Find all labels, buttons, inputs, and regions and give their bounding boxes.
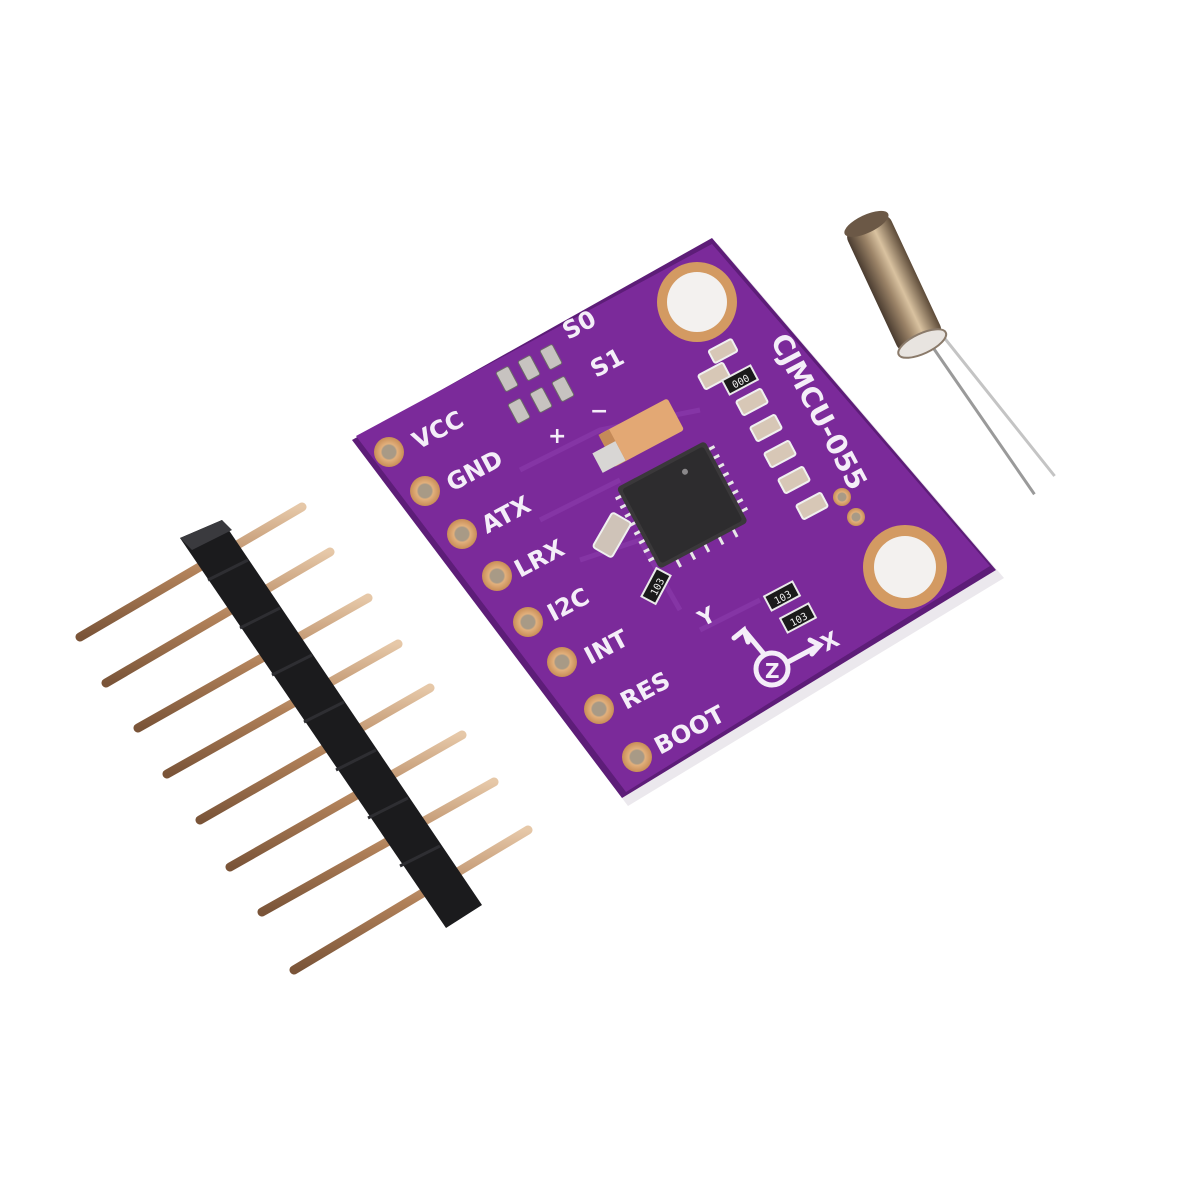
smd-capacitor — [592, 512, 632, 558]
header-body — [180, 520, 482, 928]
crystal-lead — [936, 328, 1056, 477]
header-pins — [75, 502, 533, 975]
pin-pads — [374, 437, 652, 772]
aux-pad — [847, 508, 865, 526]
axis-indicator — [731, 625, 825, 688]
resistor-103: 103 — [640, 566, 672, 606]
crystal-oscillator — [844, 210, 1056, 496]
sensor-ic — [614, 442, 749, 568]
axis-label-z: Z — [765, 659, 780, 683]
mounting-hole — [657, 262, 737, 342]
resistor-103: 103 — [778, 602, 818, 634]
crystal-top — [844, 210, 889, 237]
smd-pad — [592, 441, 626, 473]
polarity-plus: + — [548, 424, 566, 449]
jumper-pads — [495, 344, 575, 424]
aux-pad — [833, 488, 851, 506]
mounting-hole — [863, 525, 947, 609]
crystal-can — [847, 215, 942, 352]
crystal-base — [897, 328, 948, 359]
polarity-minus: − — [590, 399, 608, 424]
resistor-000: 000 — [720, 364, 760, 396]
breakout-board: VCC GND ATX LRX I2C INT RES BOOT S0 S1 +… — [352, 238, 1004, 806]
crystal-lead — [924, 336, 1036, 496]
pin-header — [75, 502, 533, 975]
resistor-103: 103 — [762, 580, 802, 612]
capacitor-array — [697, 338, 829, 520]
